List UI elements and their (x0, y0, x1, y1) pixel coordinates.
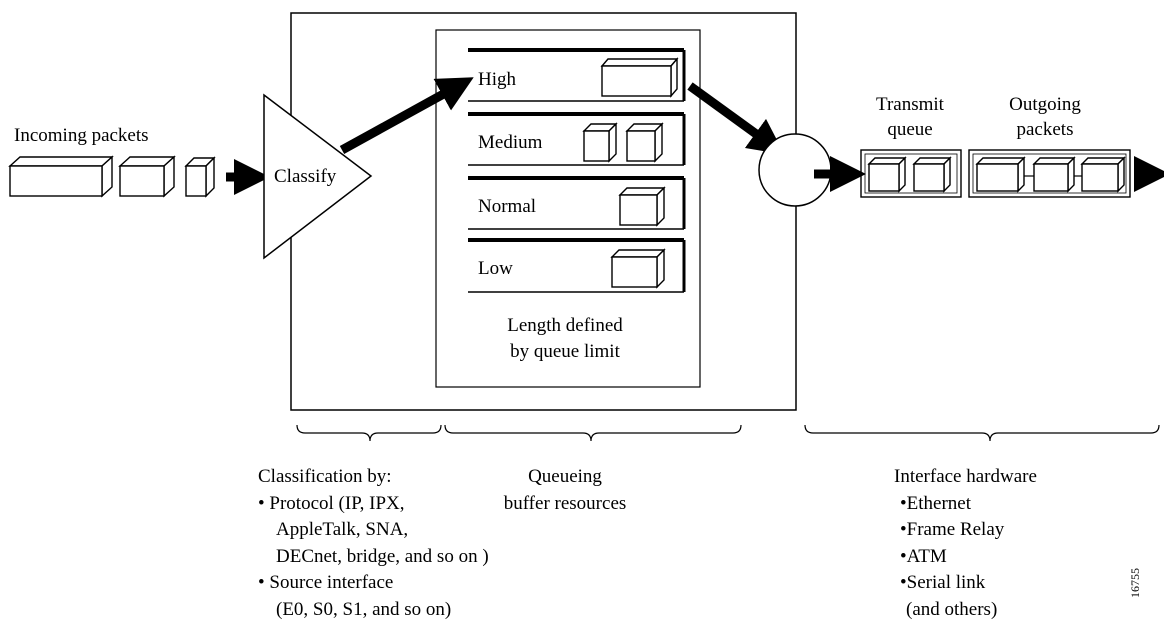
incoming-packet-small (184, 156, 216, 198)
high-queue-packet (600, 57, 679, 98)
incoming-packet-medium (118, 155, 176, 198)
queue-label-medium: Medium (478, 132, 543, 153)
classifier-triangle (263, 93, 373, 260)
transmit-queue-label-2: queue (887, 119, 933, 140)
brace-classification (296, 424, 442, 442)
queueing-label-2: buffer resources (503, 493, 627, 514)
transmit-packet-2 (912, 156, 952, 193)
medium-queue-packet-2 (625, 122, 664, 163)
outgoing-packets-label-2: packets (1016, 119, 1074, 140)
classification-line: AppleTalk, SNA, (276, 519, 409, 540)
brace-queueing (444, 424, 742, 442)
arrow-to-scheduler (687, 82, 785, 155)
hardware-line: (and others) (906, 599, 998, 620)
low-queue-packet (610, 248, 666, 289)
length-note-line-1: Length defined (507, 315, 623, 336)
arrow-to-high-queue (339, 77, 474, 154)
medium-queue-packet-1 (582, 122, 618, 163)
classification-line: (E0, S0, S1, and so on) (276, 599, 452, 620)
transmit-queue-label-1: Transmit (876, 94, 944, 115)
outgoing-packet-1 (975, 156, 1026, 193)
queue-area-box (435, 29, 701, 388)
classify-label: Classify (274, 166, 337, 187)
outgoing-packets-box (968, 149, 1131, 198)
hardware-line: •Frame Relay (900, 519, 1005, 540)
queue-lane-medium (468, 112, 686, 166)
normal-queue-packet (618, 186, 666, 227)
length-note-line-2: by queue limit (510, 341, 620, 362)
queue-lane-high (468, 48, 686, 102)
figure-id: 16755 (1128, 568, 1142, 598)
outgoing-packet-2 (1032, 156, 1076, 193)
hardware-line: •ATM (900, 546, 947, 567)
queueing-label-1: Queueing (528, 466, 602, 487)
queue-label-low: Low (478, 258, 513, 279)
hardware-line: •Serial link (900, 572, 986, 593)
transmit-queue-box (860, 149, 962, 198)
queue-lane-low (468, 238, 686, 293)
incoming-packet-large (8, 155, 114, 198)
classification-heading: Classification by: (258, 466, 392, 487)
queue-lane-normal (468, 176, 686, 230)
hardware-line: •Ethernet (900, 493, 972, 514)
outgoing-packets-label-1: Outgoing (1009, 94, 1081, 115)
classification-line: • Source interface (258, 572, 394, 593)
classification-line: • Protocol (IP, IPX, (258, 493, 405, 514)
outgoing-packet-3 (1080, 156, 1126, 193)
brace-interface-hardware (804, 424, 1160, 442)
queue-label-normal: Normal (478, 196, 537, 217)
classification-line: DECnet, bridge, and so on ) (276, 546, 489, 567)
incoming-packets-label: Incoming packets (14, 125, 149, 146)
transmit-packet-1 (867, 156, 907, 193)
hardware-heading: Interface hardware (894, 466, 1037, 487)
queue-label-high: High (478, 69, 516, 90)
